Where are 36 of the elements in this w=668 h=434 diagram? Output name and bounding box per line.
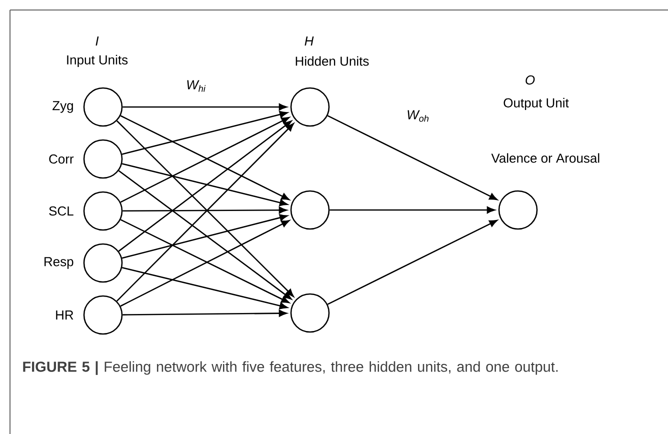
unit-circle [83,295,123,335]
unit-circle [290,87,330,127]
weight-label: W$_{oh}$ [408,110,429,122]
layer-label: O [526,75,535,85]
layer-label: Output Unit [504,98,569,110]
arrow [122,111,288,155]
unit-circle [290,293,330,333]
arrow [122,310,287,317]
arrow [122,104,287,110]
unit-circle [498,190,538,230]
arrow [122,206,287,214]
arrow [122,214,288,259]
unit-label: Zyg [52,101,73,113]
caption: FIGURE 5 | Feeling network with five features, three hidden units, and one output. [23,361,558,375]
unit-circle [83,87,123,127]
layer-label: I [96,36,99,46]
unit-circle [290,190,330,230]
layer-label: Hidden Units [296,56,369,66]
unit-label: Valence or Arousal [491,153,600,163]
unit-circle [83,191,123,231]
arrow [122,266,288,310]
layer-label: H [304,36,314,46]
arrow [327,220,498,305]
arrow [122,163,288,206]
unit-circle [83,243,123,283]
unit-label: HR [56,310,74,320]
arrow [118,120,292,252]
arrow [327,115,498,200]
unit-label: Resp [44,257,74,269]
arrow [118,170,292,300]
unit-label: SCL [49,206,74,216]
unit-circle [83,139,123,179]
layer-label: Input Units [67,54,128,68]
unit-label: Corr [49,154,74,164]
weight-label: W$_{hi}$ [187,80,206,92]
arrow [330,206,495,214]
